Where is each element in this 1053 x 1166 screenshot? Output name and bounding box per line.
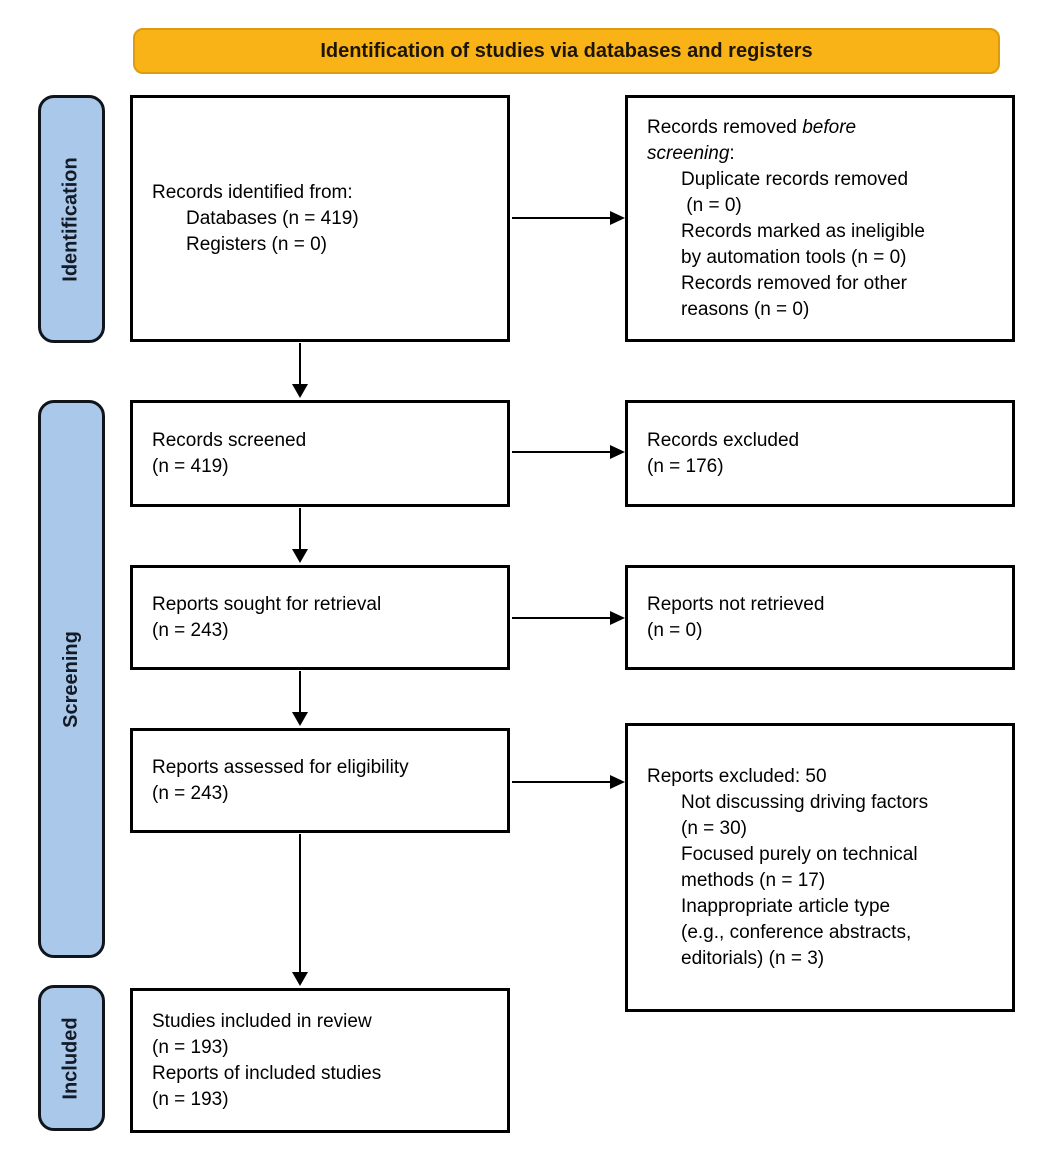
text-line: Reports of included studies [152,1062,382,1084]
box-records-screened: Records screened (n = 419) [130,400,510,507]
arrow-line [299,834,301,973]
arrow-line [512,217,612,219]
text-line: by automation tools (n = 0) [681,246,907,268]
text-line: (n = 30) [681,817,748,839]
text-line: Records excluded [647,429,800,451]
text-line: (n = 193) [152,1088,229,1110]
text-line: editorials) (n = 3) [681,947,825,969]
text-line: Reports excluded: 50 [647,765,827,787]
arrow-head-icon [610,445,625,459]
box-reports-not-retrieved: Reports not retrieved (n = 0) [625,565,1015,670]
text-line: (n = 243) [152,782,229,804]
text-line: Records marked as ineligible [681,220,925,242]
stage-label-screening: Screening [38,400,105,958]
arrow-head-icon [610,775,625,789]
arrow-line [512,451,612,453]
arrow-head-icon [610,211,625,225]
text-line: (n = 419) [152,455,229,477]
text-line: (n = 243) [152,619,229,641]
arrow-head-icon [292,549,308,563]
text-line: Not discussing driving factors [681,791,929,813]
text-line: (n = 176) [647,455,724,477]
text-line: Reports sought for retrieval [152,593,382,615]
text-line: (n = 0) [647,619,703,641]
text-line: reasons (n = 0) [681,298,810,320]
flow-title: Identification of studies via databases … [320,39,813,62]
text-line: Records removed for other [681,272,907,294]
text-line: Registers (n = 0) [186,233,327,255]
arrow-head-icon [292,972,308,986]
box-records-identified: Records identified from: Databases (n = 4… [130,95,510,342]
text-line: screening: [647,142,735,164]
stage-label-included: Included [38,985,105,1131]
text-line: (n = 0) [681,194,742,216]
text-line: Records removed before [647,116,857,138]
text-line: Inappropriate article type [681,895,891,917]
arrow-line [299,343,301,385]
arrow-line [512,617,612,619]
text-line: Records screened [152,429,307,451]
box-records-removed-before-screening: Records removed before screening: Duplicat… [625,95,1015,342]
text-line: Reports assessed for eligibility [152,756,409,778]
flow-title-banner: Identification of studies via databases … [133,28,1000,74]
box-reports-assessed: Reports assessed for eligibility (n = 243… [130,728,510,833]
box-reports-sought: Reports sought for retrieval (n = 243) [130,565,510,670]
arrow-line [299,508,301,550]
box-studies-included: Studies included in review (n = 193) Repor… [130,988,510,1133]
box-records-excluded: Records excluded (n = 176) [625,400,1015,507]
text-line: Duplicate records removed [681,168,909,190]
arrow-line [299,671,301,713]
text-line: methods (n = 17) [681,869,826,891]
text-line: Databases (n = 419) [186,207,359,229]
text-line: (n = 193) [152,1036,229,1058]
text-line: Focused purely on technical [681,843,918,865]
stage-label-identification: Identification [38,95,105,343]
text-line: Reports not retrieved [647,593,825,615]
text-line: Records identified from: [152,181,353,203]
box-reports-excluded: Reports excluded: 50 Not discussing drivi… [625,723,1015,1012]
text-line: (e.g., conference abstracts, [681,921,912,943]
arrow-head-icon [292,712,308,726]
arrow-head-icon [610,611,625,625]
arrow-head-icon [292,384,308,398]
text-line: Studies included in review [152,1010,372,1032]
arrow-line [512,781,612,783]
